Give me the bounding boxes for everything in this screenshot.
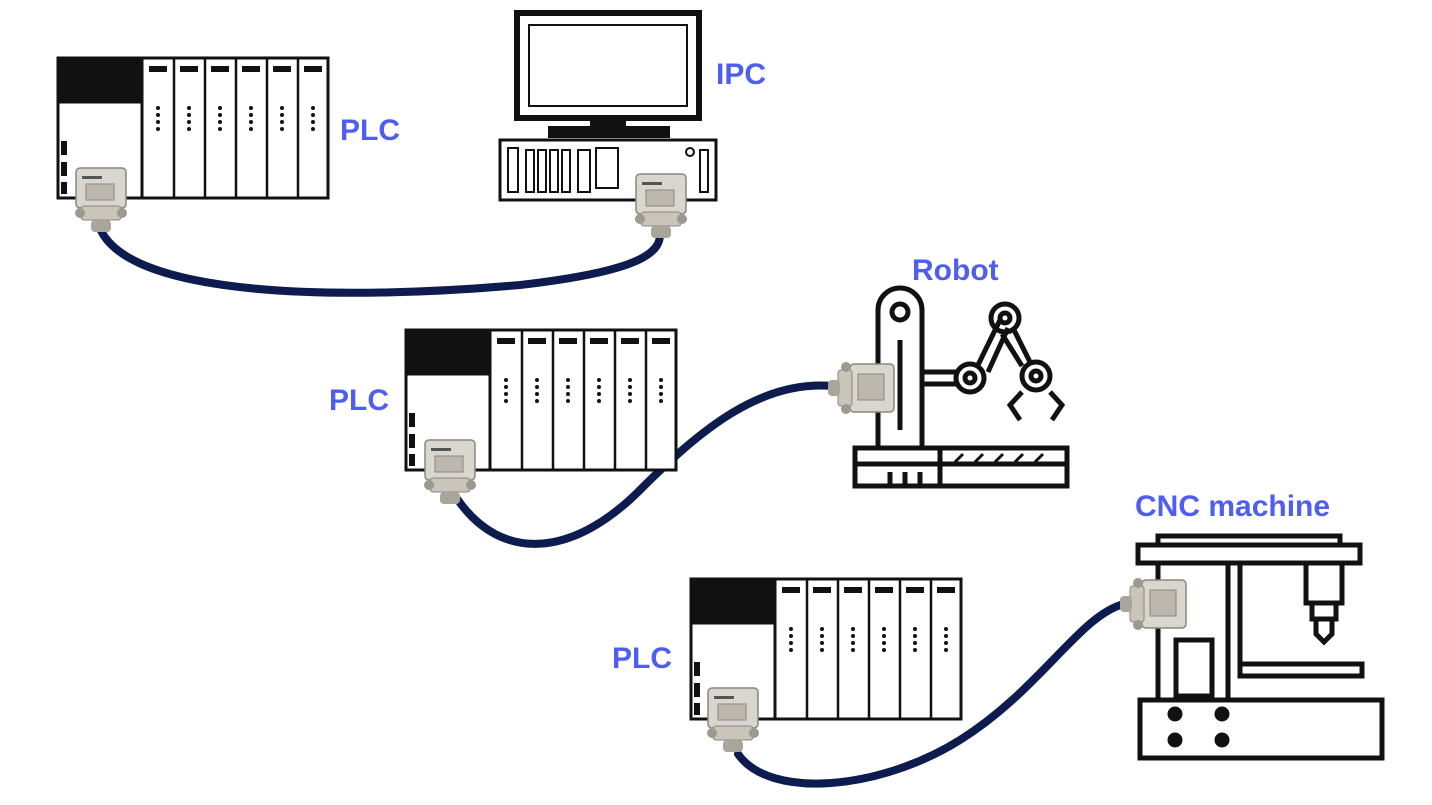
db9-connector-icon	[706, 687, 760, 753]
robot-label: Robot	[912, 254, 999, 287]
db9-connector-icon	[74, 167, 128, 233]
plc-2-label: PLC	[329, 384, 389, 417]
computer-icon	[498, 10, 718, 202]
cable-plc3-cnc	[734, 600, 1128, 788]
cable-plc1-ipc	[94, 219, 665, 297]
db9-connector-icon	[827, 361, 895, 415]
cnc-label: CNC machine	[1135, 490, 1330, 523]
plc-3-label: PLC	[612, 642, 672, 675]
cnc-machine-icon	[1135, 533, 1385, 761]
ipc-label: IPC	[716, 58, 766, 91]
db9-connector-icon	[1119, 577, 1187, 631]
cable-plc2-robot	[454, 381, 836, 548]
robot-arm-icon	[852, 285, 1070, 489]
plc-1-label: PLC	[340, 114, 400, 147]
db9-connector-icon	[423, 439, 477, 505]
db9-connector-icon	[634, 173, 688, 239]
